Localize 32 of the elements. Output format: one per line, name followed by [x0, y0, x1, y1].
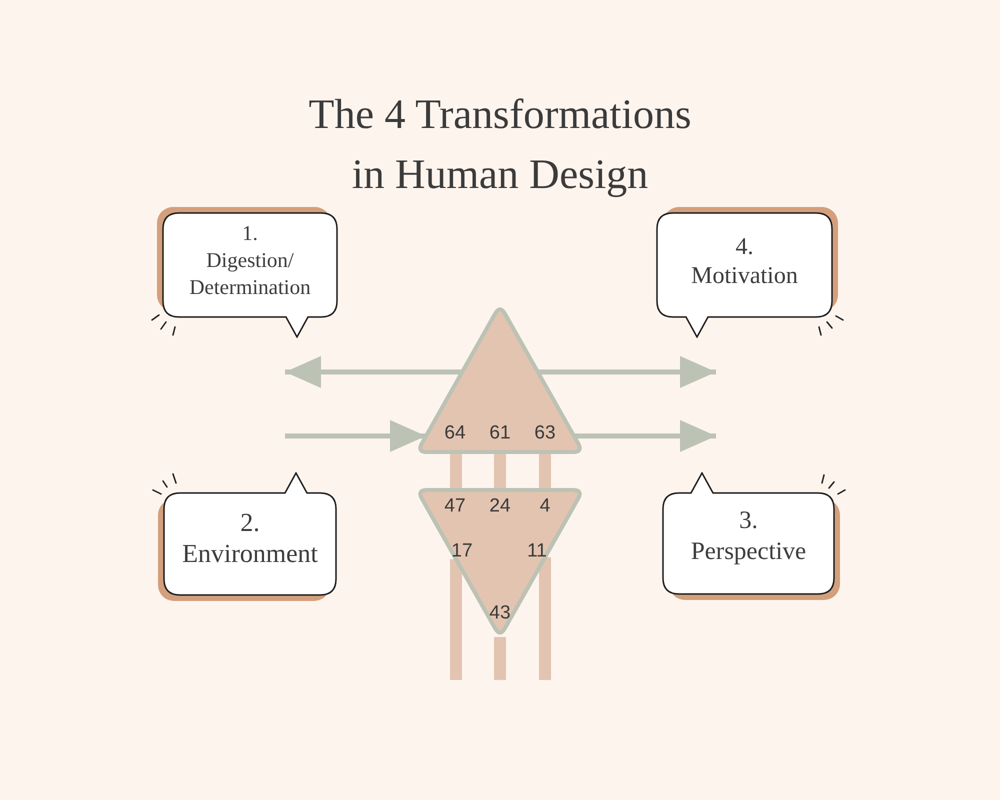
speech-bubble	[662, 472, 841, 601]
step-number: 3.	[739, 506, 758, 536]
gate-number: 4	[540, 496, 550, 516]
gate-number: 61	[489, 424, 511, 442]
step-number: 4.	[736, 232, 754, 262]
arrow	[538, 356, 716, 388]
step-title: Environment	[182, 538, 318, 568]
channel-bar	[539, 557, 551, 680]
channel-bar	[450, 559, 462, 680]
step-title: Perspective	[690, 536, 806, 566]
speech-bubble	[656, 206, 839, 338]
step-title: Digestion/ Determination	[188, 246, 312, 300]
step-number: 1.	[242, 220, 258, 246]
gate-number: 64	[444, 424, 466, 442]
channel-bar	[494, 452, 506, 490]
gate-number: 17	[451, 542, 473, 560]
arrow	[285, 356, 462, 388]
channel-bar	[539, 452, 551, 490]
gate-number: 24	[489, 496, 511, 516]
channel-bar	[494, 637, 506, 680]
arrow	[285, 420, 426, 452]
speech-bubble	[156, 206, 338, 338]
gate-number: 11	[527, 542, 547, 560]
channel-bar	[450, 452, 462, 490]
step-number: 2.	[240, 506, 260, 538]
gate-number: 47	[444, 496, 466, 516]
gate-number: 63	[534, 424, 556, 442]
arrow	[574, 420, 716, 452]
gate-number: 43	[489, 604, 511, 622]
step-title: Motivation	[691, 262, 798, 290]
speech-bubble	[157, 472, 337, 602]
title: The 4 Transformations in Human Design	[308, 91, 692, 200]
